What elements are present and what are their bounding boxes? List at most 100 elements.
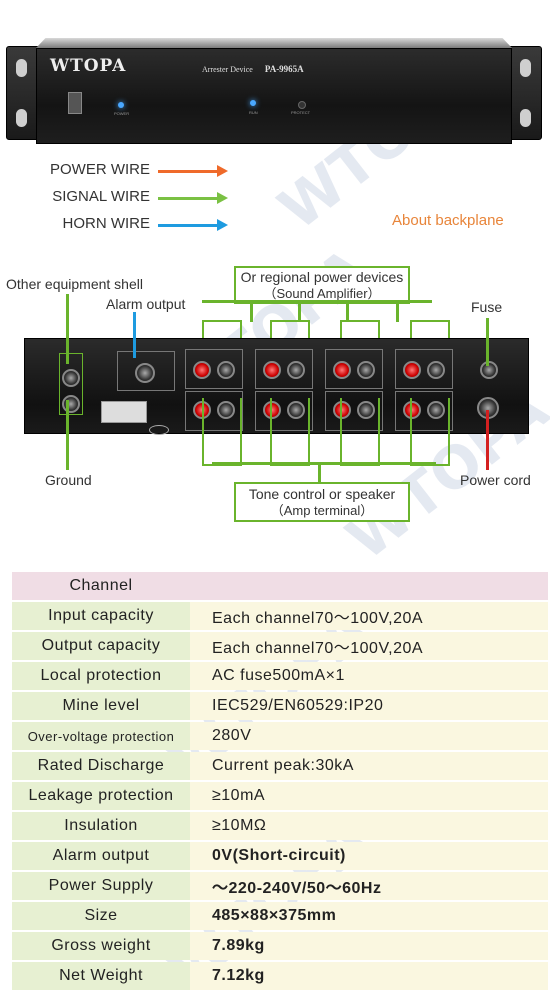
ch2-out-connector-box [270, 398, 310, 466]
ground-terminal-block [59, 353, 83, 415]
ch3-in-hot-terminal-icon [333, 361, 351, 379]
power-wire-arrow-icon [158, 165, 228, 177]
spec-row: Leakage protection≥10mA [12, 782, 548, 810]
ch3-out-hot-terminal-icon [333, 401, 351, 419]
ch1-in-hot-terminal-icon [193, 361, 211, 379]
spec-label: Insulation [12, 812, 190, 840]
run-led-icon [250, 100, 256, 106]
spec-value: ～220-240V/50～60Hz [190, 872, 548, 900]
brand-logo: WTOPA [50, 56, 127, 76]
spec-label: Input capacity [12, 602, 190, 630]
alarm-out-socket-icon [117, 351, 175, 391]
warning-label [101, 401, 147, 423]
power-led-icon [118, 102, 124, 108]
ch4-out-connector-box [410, 398, 450, 466]
device-faceplate [36, 48, 512, 144]
model-name: Arrester Device [202, 65, 253, 74]
callout-fuse: Fuse [471, 299, 503, 315]
ch1-out-block [185, 391, 243, 431]
legend-power-wire-label: POWER WIRE [50, 161, 150, 178]
horn-wire-arrow-icon [158, 219, 228, 231]
ch1-out-com-terminal-icon [217, 401, 235, 419]
fuse-holder-icon [480, 361, 498, 379]
ch3-out-com-terminal-icon [357, 401, 375, 419]
spec-label: Size [12, 902, 190, 930]
spec-label: Power Supply [12, 872, 190, 900]
spec-label: Over-voltage protection [12, 722, 190, 750]
model-number: PA-9965A [264, 64, 304, 74]
callout-regional-power: Or regional power devices [240, 269, 404, 285]
spec-label: Gross weight [12, 932, 190, 960]
power-switch[interactable] [68, 92, 82, 114]
callout-equipment-shell: Other equipment shell [6, 276, 143, 292]
about-backplane-heading: About backplane [392, 212, 504, 229]
spec-row: Power Supply～220-240V/50～60Hz [12, 872, 548, 900]
spec-value: 7.12kg [190, 962, 548, 990]
ch4-in-hot-terminal-icon [403, 361, 421, 379]
spec-label: Mine level [12, 692, 190, 720]
spec-value: 0V(Short-circuit) [190, 842, 548, 870]
spec-label: Leakage protection [12, 782, 190, 810]
spec-label: Rated Discharge [12, 752, 190, 780]
ch2-out-block [255, 391, 313, 431]
device-back-panel [24, 338, 529, 435]
spec-value: 280V [190, 722, 548, 750]
spec-label: Local protection [12, 662, 190, 690]
signal-wire-arrow-icon [158, 192, 228, 204]
ch3-in-block [325, 349, 383, 389]
ch4-in-block [395, 349, 453, 389]
spec-row: Insulation≥10MΩ [12, 812, 548, 840]
ch2-out-hot-terminal-icon [263, 401, 281, 419]
ch2-in-com-terminal-icon [287, 361, 305, 379]
ch4-in-com-terminal-icon [427, 361, 445, 379]
spec-value: AC fuse500mA×1 [190, 662, 548, 690]
fuse-pointer-line [486, 318, 489, 366]
callout-tone-control-sub: （Amp terminal） [270, 503, 374, 518]
ch4-out-block [395, 391, 453, 431]
alarm-out-jack-icon [135, 363, 155, 383]
power-led-label: POWER [114, 111, 130, 116]
callout-power-cord: Power cord [460, 472, 531, 488]
spec-value: ≥10MΩ [190, 812, 548, 840]
spec-value: Each channel70～100V,20A [190, 602, 548, 630]
callout-ground: Ground [45, 472, 92, 488]
callout-regional-power-sub: （Sound Amplifier） [263, 286, 381, 301]
spec-header-row: Channel [12, 572, 548, 600]
ch1-out-connector-box [202, 398, 242, 466]
connector-line [298, 300, 301, 322]
protect-led-icon [298, 101, 306, 109]
regional-power-callout-box: Or regional power devices （Sound Amplifi… [234, 266, 410, 304]
spec-header-label: Channel [12, 572, 190, 600]
alarm-pointer-line [133, 312, 136, 358]
protect-led-label: PROTECT [291, 110, 311, 115]
ch2-in-block [255, 349, 313, 389]
connector-line [396, 300, 399, 322]
ground-terminal-icon [62, 395, 80, 413]
legend-horn-wire-label: HORN WIRE [62, 215, 151, 232]
ch3-out-connector-box [340, 398, 380, 466]
ch1-in-com-terminal-icon [217, 361, 235, 379]
tone-control-callout-box: Tone control or speaker （Amp terminal） [234, 482, 410, 522]
spec-label: Net Weight [12, 962, 190, 990]
run-led-label: RUN [249, 110, 258, 115]
connector-line [212, 462, 436, 465]
spec-header-value [190, 572, 548, 600]
connector-line [318, 465, 321, 483]
connector-line [202, 300, 432, 303]
spec-value: Each channel70～100V,20A [190, 632, 548, 660]
ch3-out-block [325, 391, 383, 431]
shell-pointer-line [66, 294, 69, 364]
spec-value: 7.89kg [190, 932, 548, 960]
rack-ear-right [510, 46, 542, 140]
spec-label: Output capacity [12, 632, 190, 660]
model-label: Arrester Device PA-9965A [202, 64, 304, 74]
connector-line [250, 300, 253, 322]
spec-value: ≥10mA [190, 782, 548, 810]
